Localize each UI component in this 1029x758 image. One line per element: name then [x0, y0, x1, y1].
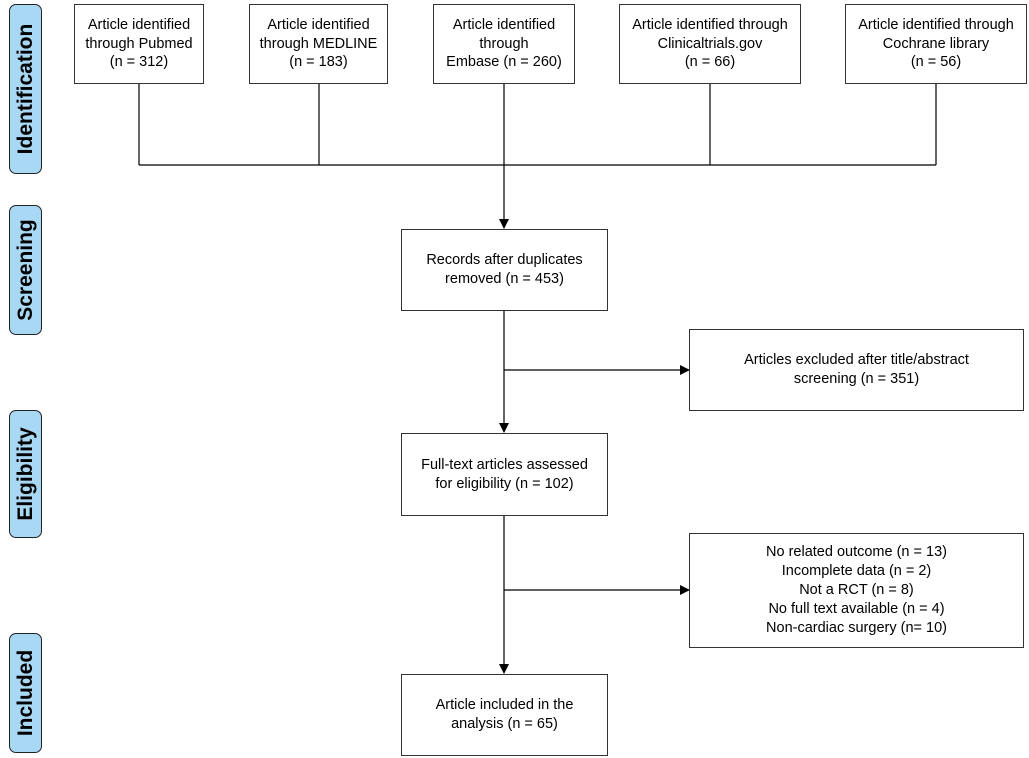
source-medline-box: Article identified through MEDLINE (n = …	[249, 4, 388, 84]
records-after-duplicates-box: Records after duplicates removed (n = 45…	[401, 229, 608, 311]
excluded-fulltext-line-3: Not a RCT (n = 8)	[799, 582, 914, 599]
excluded-fulltext-line-4: No full text available (n = 4)	[768, 600, 945, 617]
source-clinicaltrials-line-1: Article identified through	[632, 16, 788, 33]
source-embase-box: Article identified through Embase (n = 2…	[433, 4, 575, 84]
source-embase-line-3: Embase (n = 260)	[446, 54, 562, 71]
stage-eligibility: Eligibility	[9, 410, 42, 538]
stage-screening: Screening	[9, 205, 42, 335]
records-after-duplicates-line-2: removed (n = 453)	[445, 271, 564, 287]
excluded-title-abstract-line-2: screening (n = 351)	[793, 371, 920, 387]
included-analysis-box: Article included in the analysis (n = 65…	[401, 674, 608, 756]
source-medline-line-2: through MEDLINE	[259, 35, 378, 52]
source-pubmed-box: Article identified through Pubmed (n = 3…	[74, 4, 204, 84]
records-after-duplicates-line-1: Records after duplicates	[426, 252, 583, 269]
excluded-fulltext-line-1: No related outcome (n = 13)	[766, 544, 947, 561]
fulltext-assessed-line-2: for eligibility (n = 102)	[435, 475, 574, 492]
source-cochrane-box: Article identified through Cochrane libr…	[845, 4, 1027, 84]
stage-identification: Identification	[9, 4, 42, 174]
included-analysis-line-2: analysis (n = 65)	[451, 716, 558, 732]
source-clinicaltrials-line-2: Clinicaltrials.gov	[657, 35, 763, 52]
stage-included: Included	[9, 633, 42, 753]
excluded-fulltext-line-2: Incomplete data (n = 2)	[781, 563, 932, 580]
source-cochrane-line-2: Cochrane library	[882, 35, 990, 52]
included-analysis-line-1: Article included in the	[435, 697, 574, 714]
source-medline-line-1: Article identified	[267, 16, 370, 33]
source-medline-line-3: (n = 183)	[289, 54, 348, 71]
excluded-fulltext-line-5: Non-cardiac surgery (n= 10)	[766, 619, 947, 636]
source-embase-line-2: through	[479, 35, 529, 52]
source-pubmed-line-2: through Pubmed	[85, 35, 193, 52]
fulltext-assessed-box: Full-text articles assessed for eligibil…	[401, 433, 608, 516]
fulltext-assessed-line-1: Full-text articles assessed	[421, 456, 588, 473]
source-cochrane-line-1: Article identified through	[858, 16, 1014, 33]
excluded-title-abstract-box: Articles excluded after title/abstract s…	[689, 329, 1024, 411]
source-embase-line-1: Article identified	[452, 16, 556, 33]
excluded-fulltext-box: No related outcome (n = 13) Incomplete d…	[689, 533, 1024, 648]
source-clinicaltrials-box: Article identified through Clinicaltrial…	[619, 4, 801, 84]
source-cochrane-line-3: (n = 56)	[910, 54, 962, 71]
source-pubmed-line-3: (n = 312)	[109, 54, 169, 71]
source-clinicaltrials-line-3: (n = 66)	[684, 54, 736, 71]
excluded-title-abstract-line-1: Articles excluded after title/abstract	[744, 352, 969, 369]
source-pubmed-line-1: Article identified	[87, 16, 191, 33]
